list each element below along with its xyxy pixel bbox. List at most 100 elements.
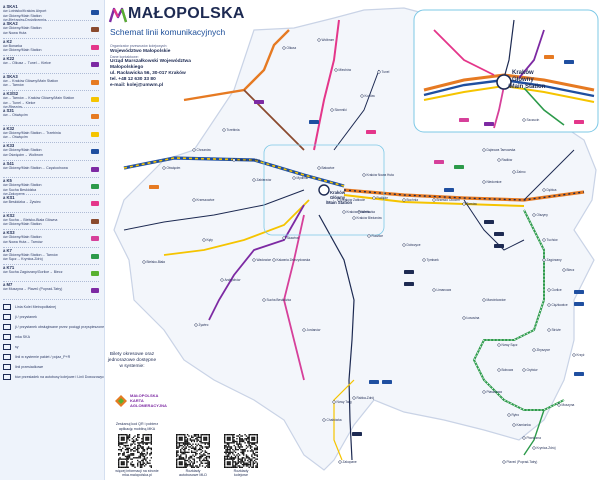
map-subtitle: Schemat linii komunikacyjnych — [110, 27, 226, 37]
legend-divider — [3, 281, 99, 283]
station-marker[interactable] — [338, 460, 342, 464]
station-marker[interactable] — [367, 234, 371, 238]
station-marker[interactable] — [432, 288, 436, 292]
station-marker[interactable] — [332, 400, 336, 404]
station-marker[interactable] — [302, 328, 306, 332]
station-marker[interactable] — [202, 238, 206, 242]
station-marker[interactable] — [557, 403, 561, 407]
station-marker[interactable] — [232, 158, 236, 162]
station-marker[interactable] — [547, 288, 551, 292]
station-marker[interactable] — [402, 198, 406, 202]
station-marker[interactable] — [512, 423, 516, 427]
station-marker[interactable] — [282, 46, 286, 50]
station-marker[interactable] — [547, 303, 551, 307]
station-marker[interactable] — [497, 368, 501, 372]
station-marker[interactable] — [422, 258, 426, 262]
station-marker[interactable] — [462, 316, 466, 320]
bus-timetable-qr-code[interactable] — [176, 434, 210, 468]
station-marker[interactable] — [262, 298, 266, 302]
station-marker[interactable] — [532, 446, 536, 450]
station-marker[interactable] — [357, 210, 361, 214]
station-marker[interactable] — [192, 198, 196, 202]
station-marker[interactable] — [482, 148, 486, 152]
line-north-2 — [333, 69, 380, 151]
station-label: Tarnów — [467, 202, 478, 206]
station-marker[interactable] — [337, 198, 341, 202]
station-label: Kraków Bieżanów — [357, 216, 383, 220]
station-marker[interactable] — [532, 213, 536, 217]
station-marker[interactable] — [502, 460, 506, 464]
station-marker[interactable] — [192, 148, 196, 152]
station-marker[interactable] — [142, 260, 146, 264]
legend-symbol-row: ji / przystanek obsługiwane przez pociąg… — [3, 323, 104, 330]
krakow-inset-frame — [263, 144, 385, 236]
station-marker[interactable] — [162, 166, 166, 170]
mka-app-qr-code[interactable] — [118, 434, 152, 468]
station-marker[interactable] — [497, 343, 501, 347]
legend-line-code: a K22 — [3, 56, 15, 62]
email-link[interactable]: e-mail: kolej@umwm.pl — [110, 83, 164, 89]
bus-qr-caption-a: Rozkłady — [185, 469, 201, 473]
station-marker[interactable] — [222, 128, 226, 132]
station-marker[interactable] — [362, 173, 366, 177]
station-marker[interactable] — [512, 170, 516, 174]
station-marker[interactable] — [572, 353, 576, 357]
station-marker[interactable] — [360, 94, 364, 98]
station-marker[interactable] — [482, 298, 486, 302]
station-marker[interactable] — [462, 202, 466, 206]
legend-divider — [3, 194, 99, 196]
station-label: Bochnia — [407, 198, 419, 202]
station-marker[interactable] — [497, 158, 501, 162]
station-marker[interactable] — [377, 70, 381, 74]
station-marker[interactable] — [220, 278, 224, 282]
station-marker[interactable] — [334, 68, 338, 72]
more-info-link[interactable]: mka.malopolska.pl — [122, 473, 152, 478]
legend-symbol-row: linii przesiadkowe — [3, 363, 101, 370]
station-marker[interactable] — [547, 328, 551, 332]
station-marker[interactable] — [532, 348, 536, 352]
station-marker[interactable] — [432, 198, 436, 202]
station-label: Krzyż — [577, 353, 585, 357]
station-marker[interactable] — [482, 390, 486, 394]
legend-symbol-label: mka SKA — [15, 334, 30, 339]
station-marker[interactable] — [292, 176, 296, 180]
station-marker[interactable] — [317, 38, 321, 42]
station-label: Dębica — [547, 188, 557, 192]
station-marker[interactable] — [542, 238, 546, 242]
legend-line-route: ów Główny/Main Station — [3, 48, 42, 53]
station-label: Wadowice — [257, 258, 272, 262]
station-marker[interactable] — [522, 368, 526, 372]
station-marker[interactable] — [252, 258, 256, 262]
line-badge-icon — [494, 232, 504, 236]
station-label: Nowy Sącz — [502, 343, 518, 347]
station-marker[interactable] — [562, 268, 566, 272]
station-marker[interactable] — [507, 413, 511, 417]
station-marker[interactable] — [317, 166, 321, 170]
station-marker[interactable] — [330, 108, 334, 112]
station-marker[interactable] — [342, 210, 346, 214]
station-marker[interactable] — [194, 323, 198, 327]
station-marker[interactable] — [542, 258, 546, 262]
station-marker[interactable] — [522, 118, 526, 122]
station-marker[interactable] — [542, 188, 546, 192]
legend-symbol-icon — [3, 333, 11, 340]
station-marker[interactable] — [252, 178, 256, 182]
station-label: Tunel — [382, 70, 390, 74]
station-marker[interactable] — [402, 243, 406, 247]
station-marker[interactable] — [272, 258, 276, 262]
rail-timetable-qr-code[interactable] — [224, 434, 258, 468]
station-marker[interactable] — [352, 216, 356, 220]
hub-marker-zoom — [496, 74, 512, 90]
station-marker[interactable] — [322, 418, 326, 422]
line-badge-icon — [484, 220, 494, 224]
scan-instructions: Zeskanuj kod QR i pobierz aplikację mobi… — [104, 422, 170, 431]
station-marker[interactable] — [372, 196, 376, 200]
station-marker[interactable] — [522, 436, 526, 440]
malopolska-logo-icon — [108, 7, 128, 23]
station-marker[interactable] — [352, 396, 356, 400]
mka-logo-icon — [115, 395, 127, 407]
station-marker[interactable] — [482, 180, 486, 184]
station-marker[interactable] — [282, 236, 286, 240]
train-icon — [91, 62, 99, 68]
